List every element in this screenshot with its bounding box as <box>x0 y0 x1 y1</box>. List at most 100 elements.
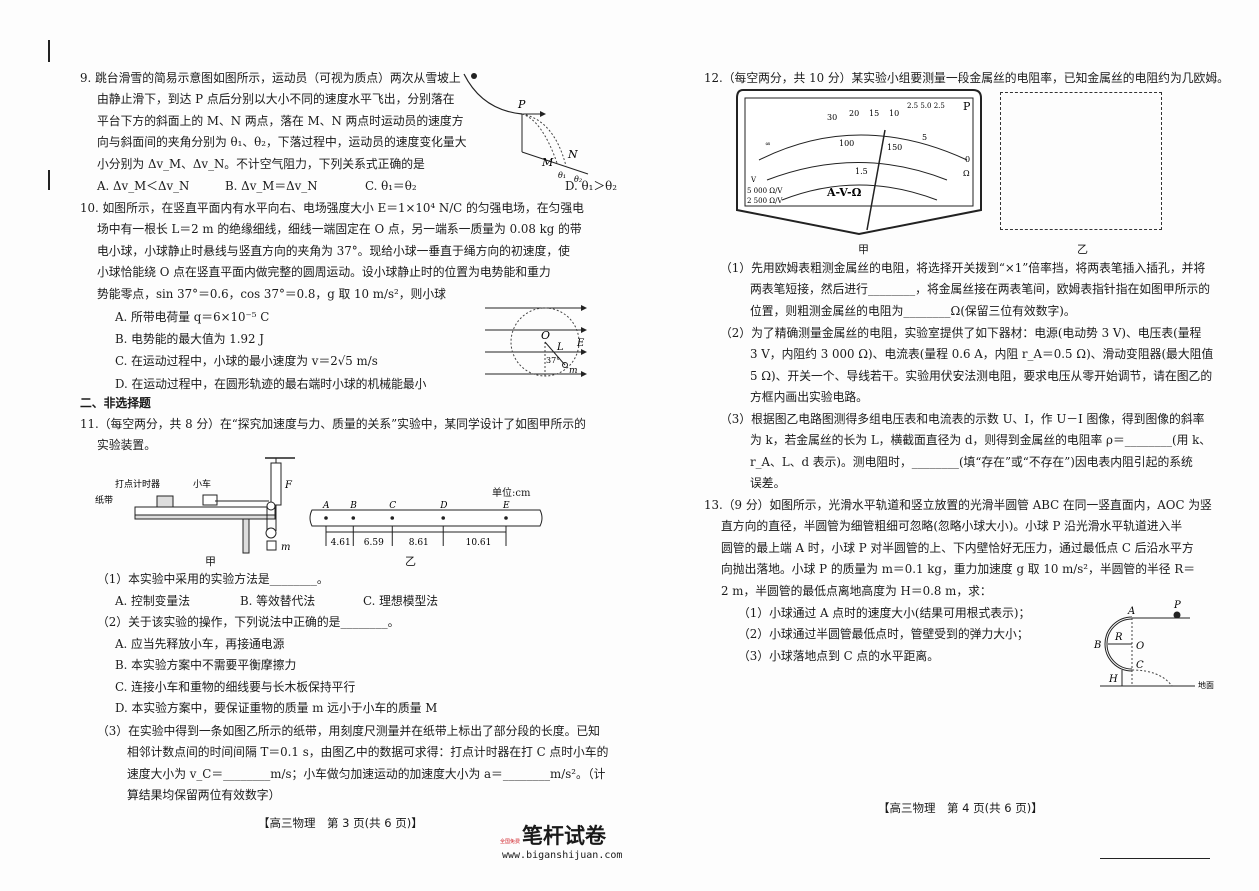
text-line: 电小球，小球静止时悬线与竖直方向的夹角为 37°。现给小球一垂直于绳方向的初速度… <box>97 243 570 258</box>
label-e: E <box>576 338 585 349</box>
text-line: 场中有一根长 L＝2 m 的绝缘细线，细线一端固定在 O 点，另一端系一质量为 … <box>97 222 582 237</box>
question-11-part-3: （3）在实验中得到一条如图乙所示的纸带，用刻度尺测量并在纸带上标出了部分段的长度… <box>97 721 608 807</box>
ohm-tick-20: 20 <box>849 109 859 118</box>
tape-point <box>351 516 356 520</box>
label-theta1: θ₁ <box>558 171 566 180</box>
tape-point-label: B <box>349 501 357 511</box>
segment-length: 6.59 <box>364 538 384 548</box>
text-line: 小分别为 Δv_M、Δv_N。不计空气阻力，下列关系式正确的是 <box>97 156 425 171</box>
text-line: 3 V，内阻约 3 000 Ω)、电流表(量程 0.6 A，内阻 r_A＝0.5… <box>750 347 1214 362</box>
label-h: H <box>1108 674 1118 685</box>
option-item[interactable]: C. 在运动过程中，小球的最小速度为 v＝2√5 m/s <box>115 354 378 369</box>
text-line: 9. 跳台滑雪的简易示意图如图所示，运动员（可视为质点）两次从雪坡上 <box>80 71 461 85</box>
option-item[interactable]: B. 电势能的最大值为 1.92 J <box>115 332 265 347</box>
option-item[interactable]: （2）小球通过半圆管最低点时，管壁受到的弹力大小； <box>738 627 1029 642</box>
apparatus-figure-jia: 打点计时器 小车 纸带 F m <box>95 457 295 554</box>
label-o: O <box>541 329 550 342</box>
text-line: 由静止滑下，到达 P 点后分别以大小不同的速度水平飞出，分别落在 <box>97 92 455 107</box>
tape-point-label: A <box>322 501 330 511</box>
text-line: r_A、L、d 表示)。测电阻时，________(填“存在”或“不存在”)因电… <box>750 454 1193 469</box>
option-d[interactable]: D. θ₁＞θ₂ <box>565 179 617 193</box>
question-13-parts: （1）小球通过 A 点时的速度大小(结果可用根式表示)； （2）小球通过半圆管最低… <box>720 603 1030 667</box>
text-line: 相邻计数点间的时间间隔 T＝0.1 s，由图乙中的数据可求得：打点计时器在打 C… <box>127 745 609 760</box>
label-m: M <box>541 156 554 169</box>
text-line: 向抛出落地。小球 P 的质量为 m＝0.1 kg，重力加速度 g 取 10 m/… <box>721 562 1196 577</box>
option-a[interactable]: A. Δv_M＜Δv_N <box>97 179 190 193</box>
question-10-options: A. 所带电荷量 q＝6×10⁻⁵ C B. 电势能的最大值为 1.92 J C. … <box>97 306 426 395</box>
option-b[interactable]: B. Δv_M＝Δv_N <box>225 179 318 193</box>
option-item[interactable]: C. 连接小车和重物的细线要与长木板保持平行 <box>115 679 356 694</box>
option-a[interactable]: A. 控制变量法 <box>115 594 191 608</box>
range-labels: 2.5 5.0 2.5 <box>907 102 945 110</box>
label-timer: 打点计时器 <box>115 478 160 490</box>
caption-yi: 乙 <box>1077 243 1088 256</box>
question-12: 12.（每空两分，共 10 分）某实验小组要测量一段金属丝的电阻率，已知金属丝的… <box>704 71 1229 85</box>
text-line: （3）在实验中得到一条如图乙所示的纸带，用刻度尺测量并在纸带上标出了部分段的长度… <box>97 724 600 738</box>
page-footer-3: 【高三物理 第 3 页(共 6 页)】 <box>258 816 423 830</box>
watermark-tag: 全国免费 <box>500 839 521 845</box>
watermark-name: 笔杆试卷 <box>522 824 606 848</box>
ohm-tick-10: 10 <box>889 109 899 118</box>
question-11: 11.（每空两分，共 8 分）在“探究加速度与力、质量的关系”实验中，某同学设计… <box>80 414 586 457</box>
scan-mark <box>48 40 50 62</box>
dc-tick-150: 150 <box>887 143 902 152</box>
caption-yi: 乙 <box>405 555 416 568</box>
ohm-tick-30: 30 <box>827 113 837 122</box>
part-1-options: A. 控制变量法 B. 等效替代法 C. 理想模型法 <box>115 591 438 612</box>
label-p: P <box>517 98 526 111</box>
label-tape: 纸带 <box>95 494 113 506</box>
text-line: 13.（9 分）如图所示，光滑水平轨道和竖立放置的光滑半圆管 ABC 在同一竖直… <box>704 498 1212 512</box>
text-line: 5 Ω)、开关一个、导线若干。实验用伏安法测电阻，要求电压从零开始调节，请在图乙… <box>750 368 1213 383</box>
meter-type-label: A-V-Ω <box>826 186 862 199</box>
spec-ac: 2 500 Ω/V <box>747 197 783 205</box>
label-f: F <box>284 480 293 491</box>
half-pipe-figure: A B C O R H P 地面 <box>1093 600 1214 690</box>
tape-point <box>324 516 328 520</box>
label-m: m <box>281 542 290 553</box>
question-12-part-3: （3）根据图乙电路图测得多组电压表和电流表的示数 U、I，作 U－I 图像，得到… <box>720 409 1211 495</box>
text-line: 误差。 <box>750 476 786 491</box>
multimeter-dial-figure: ∞ 30 20 15 10 5 0 100 150 1.5 2.5 5.0 2.… <box>736 89 982 236</box>
circuit-drawing-box[interactable] <box>1000 92 1162 230</box>
segment-length: 4.61 <box>331 538 351 548</box>
tape-point-label: C <box>389 501 396 511</box>
option-item[interactable]: （3）小球落地点到 C 点的水平距离。 <box>738 648 939 663</box>
spec-dc: 5 000 Ω/V <box>747 187 783 195</box>
option-c[interactable]: C. 理想模型法 <box>363 594 439 608</box>
text-line: 方框内画出实验电路。 <box>750 390 868 405</box>
ski-jump-figure: P M N θ₁ θ₂ <box>463 73 589 184</box>
scan-mark <box>48 170 50 190</box>
label-b: B <box>1093 640 1101 651</box>
text-line: 圆管的最上端 A 时，小球 P 对半圆管的上、下内壁恰好无压力，通过最低点 C … <box>721 540 1194 555</box>
caption-jia: 甲 <box>205 555 216 568</box>
label-angle: 37° <box>546 356 560 365</box>
text-line: 速度大小为 v_C＝________m/s；小车做匀加速运动的加速度大小为 a＝… <box>127 766 606 781</box>
label-v: V <box>750 176 757 184</box>
ohm-tick-15: 15 <box>869 109 879 118</box>
text-line: 小球恰能绕 O 点在竖直平面内做完整的圆周运动。设小球静止时的位置为电势能和重力 <box>97 265 551 280</box>
question-9: 9. 跳台滑雪的简易示意图如图所示，运动员（可视为质点）两次从雪坡上由静止滑下，… <box>80 68 467 175</box>
tape-point <box>441 516 446 520</box>
label-l: L <box>556 342 564 353</box>
option-item[interactable]: （1）小球通过 A 点时的速度大小(结果可用根式表示)； <box>738 606 1031 620</box>
option-item[interactable]: D. 本实验方案中，要保证重物的质量 m 远小于小车的质量 M <box>115 701 438 716</box>
text-line: 2 m，半圆管的最低点离地高度为 H＝0.8 m，求： <box>721 583 992 598</box>
option-item[interactable]: D. 在运动过程中，在圆形轨迹的最右端时小球的机械能最小 <box>115 376 427 391</box>
segment-length: 10.61 <box>466 538 492 548</box>
text-line: 两表笔短接，然后进行________，将金属丝接在两表笔间，欧姆表指针指在如图甲… <box>750 282 1211 297</box>
option-item[interactable]: A. 所带电荷量 q＝6×10⁻⁵ C <box>115 310 270 324</box>
text-line: 算结果均保留两位有效数字） <box>127 788 281 803</box>
label-o: O <box>1136 641 1144 652</box>
option-c[interactable]: C. θ₁＝θ₂ <box>365 179 417 193</box>
label-m: m <box>569 366 578 376</box>
option-b[interactable]: B. 等效替代法 <box>240 594 316 608</box>
option-item[interactable]: B. 本实验方案中不需要平衡摩擦力 <box>115 658 297 673</box>
label-a: A <box>1127 606 1135 617</box>
question-9-options: A. Δv_M＜Δv_N B. Δv_M＝Δv_N C. θ₁＝θ₂ D. θ₁… <box>97 176 617 197</box>
scan-line <box>1100 858 1210 859</box>
tape-point-label: E <box>502 501 510 511</box>
segment-length: 8.61 <box>409 538 429 548</box>
option-item[interactable]: A. 应当先释放小车，再接通电源 <box>115 637 285 651</box>
tape-point <box>504 516 508 520</box>
